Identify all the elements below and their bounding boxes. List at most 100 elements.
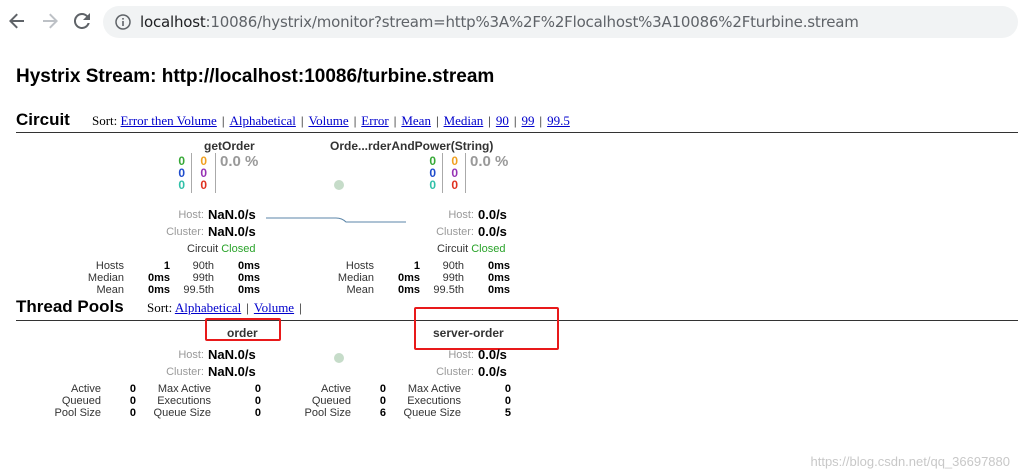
forward-arrow-icon[interactable] bbox=[38, 9, 62, 33]
median-value: 0ms bbox=[147, 272, 170, 284]
success-count: 0 bbox=[429, 154, 436, 168]
sort-median-link[interactable]: Median bbox=[443, 113, 484, 128]
host-label: Host: bbox=[448, 209, 474, 221]
short-circuited-count: 0 bbox=[429, 166, 436, 180]
queue-size-value: 0 bbox=[254, 407, 261, 419]
host-label: Host: bbox=[448, 349, 474, 361]
circuit-label: Circuit bbox=[437, 243, 469, 255]
executions-label: Executions bbox=[407, 395, 461, 407]
cluster-label: Cluster: bbox=[436, 366, 474, 378]
host-rate: 0.0/s bbox=[478, 347, 507, 362]
bad-request-count: 0 bbox=[429, 178, 436, 192]
pool-size-value: 0 bbox=[129, 407, 136, 419]
queued-value: 0 bbox=[129, 395, 136, 407]
queued-label: Queued bbox=[61, 395, 101, 407]
address-bar[interactable]: localhost:10086/hystrix/monitor?stream=h… bbox=[103, 6, 1018, 38]
p90-label: 90th bbox=[442, 260, 464, 272]
max-active-value: 0 bbox=[254, 383, 261, 395]
sort-99-link[interactable]: 99 bbox=[521, 113, 535, 128]
sparkline-path bbox=[266, 217, 406, 223]
executions-value: 0 bbox=[504, 395, 511, 407]
watermark: https://blog.csdn.net/qq_36697880 bbox=[810, 454, 1011, 469]
cluster-label: Cluster: bbox=[166, 226, 204, 238]
bad-request-count: 0 bbox=[178, 178, 185, 192]
sort-error-link[interactable]: Error bbox=[361, 113, 389, 128]
annotation-highlight-box bbox=[205, 318, 281, 341]
count-divider bbox=[442, 153, 443, 193]
p99-value: 0ms bbox=[237, 272, 260, 284]
sparkline-chart bbox=[266, 217, 406, 223]
mean-label: Mean bbox=[346, 284, 374, 296]
failure-count: 0 bbox=[200, 178, 207, 192]
max-active-label: Max Active bbox=[407, 383, 461, 395]
rejected-count: 0 bbox=[451, 166, 458, 180]
p99-label: 99th bbox=[192, 272, 214, 284]
cluster-label: Cluster: bbox=[436, 226, 474, 238]
url-host: localhost bbox=[140, 13, 206, 31]
circuit-status-value: Closed bbox=[221, 243, 256, 255]
host-rate: 0.0/s bbox=[478, 207, 507, 222]
sort-label: Sort: bbox=[147, 300, 173, 315]
executions-value: 0 bbox=[254, 395, 261, 407]
p99-label: 99th bbox=[442, 272, 464, 284]
browser-toolbar: localhost:10086/hystrix/monitor?stream=h… bbox=[0, 0, 1018, 44]
host-rate: NaN.0/s bbox=[208, 347, 256, 362]
queue-size-label: Queue Size bbox=[403, 407, 461, 419]
pool-size-label: Pool Size bbox=[54, 407, 101, 419]
page-title: Hystrix Stream: http://localhost:10086/t… bbox=[16, 66, 495, 87]
pool-sort-alphabetical-link[interactable]: Alphabetical bbox=[174, 300, 242, 315]
host-rate: NaN.0/s bbox=[208, 207, 256, 222]
active-value: 0 bbox=[379, 383, 386, 395]
short-circuited-count: 0 bbox=[178, 166, 185, 180]
circuit-name: Orde...rderAndPower(String) bbox=[330, 139, 494, 153]
info-icon[interactable] bbox=[115, 14, 131, 30]
circuit-section-title: Circuit bbox=[16, 110, 70, 129]
p995-value: 0ms bbox=[487, 284, 510, 296]
host-label: Host: bbox=[178, 349, 204, 361]
pool-size-label: Pool Size bbox=[304, 407, 351, 419]
p90-value: 0ms bbox=[237, 260, 260, 272]
health-circle bbox=[334, 180, 344, 190]
circuit-divider bbox=[16, 132, 1018, 133]
error-percentage: 0.0 % bbox=[470, 153, 509, 170]
p90-value: 0ms bbox=[487, 260, 510, 272]
queue-size-label: Queue Size bbox=[153, 407, 211, 419]
p995-value: 0ms bbox=[237, 284, 260, 296]
p99-value: 0ms bbox=[487, 272, 510, 284]
circuit-name: getOrder bbox=[204, 139, 255, 153]
sort-99-5-link[interactable]: 99.5 bbox=[547, 113, 570, 128]
reload-icon[interactable] bbox=[70, 9, 94, 33]
median-value: 0ms bbox=[397, 272, 420, 284]
sort-mean-link[interactable]: Mean bbox=[401, 113, 431, 128]
success-count: 0 bbox=[178, 154, 185, 168]
executions-label: Executions bbox=[157, 395, 211, 407]
cluster-rate: NaN.0/s bbox=[208, 224, 256, 239]
rejected-count: 0 bbox=[200, 166, 207, 180]
sort-error-then-volume-link[interactable]: Error then Volume bbox=[120, 113, 217, 128]
median-label: Median bbox=[337, 272, 374, 284]
thread-pools-divider bbox=[16, 320, 1018, 321]
pool-sort-volume-link[interactable]: Volume bbox=[253, 300, 295, 315]
active-label: Active bbox=[71, 383, 101, 395]
active-value: 0 bbox=[129, 383, 136, 395]
url-text[interactable]: localhost:10086/hystrix/monitor?stream=h… bbox=[140, 13, 859, 31]
mean-value: 0ms bbox=[397, 284, 420, 296]
p995-label: 99.5th bbox=[433, 284, 464, 296]
count-divider bbox=[191, 153, 192, 193]
cluster-rate: NaN.0/s bbox=[208, 364, 256, 379]
sort-volume-link[interactable]: Volume bbox=[308, 113, 349, 128]
mean-label: Mean bbox=[96, 284, 124, 296]
failure-count: 0 bbox=[451, 178, 458, 192]
pool-size-value: 6 bbox=[379, 407, 386, 419]
back-arrow-icon[interactable] bbox=[5, 9, 29, 33]
health-circle bbox=[334, 353, 344, 363]
thread-pools-section-title: Thread Pools bbox=[16, 297, 124, 316]
circuit-label: Circuit bbox=[187, 243, 219, 255]
sort-90-link[interactable]: 90 bbox=[495, 113, 509, 128]
sort-alphabetical-link[interactable]: Alphabetical bbox=[229, 113, 296, 128]
pool-name: server-order bbox=[433, 326, 504, 340]
pool-name: order bbox=[227, 326, 258, 340]
count-divider bbox=[465, 153, 466, 193]
hosts-label: Hosts bbox=[95, 260, 124, 272]
cluster-rate: 0.0/s bbox=[478, 224, 507, 239]
